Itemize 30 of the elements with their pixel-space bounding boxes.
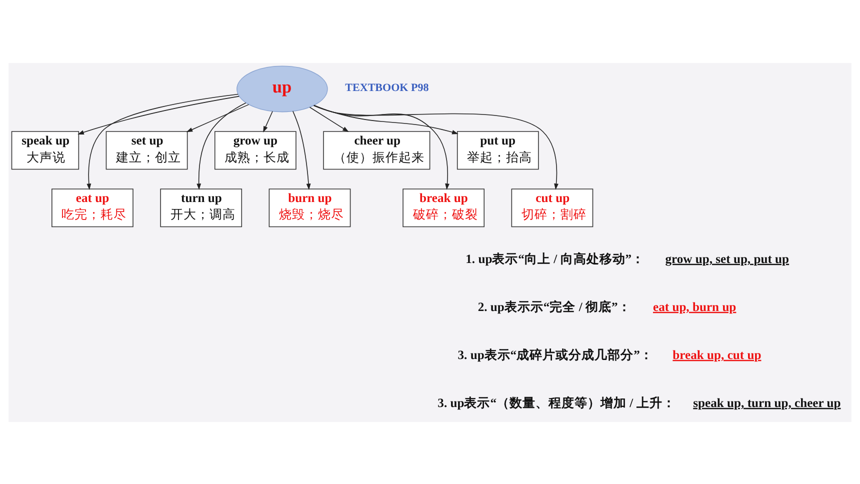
node-box: burn up 烧毁；烧尽 bbox=[268, 188, 351, 227]
node-box: cut up 切碎；割碎 bbox=[511, 188, 594, 227]
arrow bbox=[292, 110, 311, 190]
label: grow up, set up, put up bbox=[665, 251, 790, 266]
label: 3. up表示“成碎片或分成几部分”： bbox=[458, 347, 653, 362]
arrow bbox=[78, 95, 240, 134]
arrow bbox=[313, 104, 558, 190]
node-box: grow up 成熟；长成 bbox=[214, 130, 296, 170]
label: speak up, turn up, cheer up bbox=[693, 395, 841, 410]
node-box: cheer up （使）振作起来 bbox=[323, 130, 430, 170]
label: 2. up表示示“完全 / 彻底”： bbox=[478, 299, 631, 314]
label: 1. up表示“向上 / 向高处移动”： bbox=[466, 251, 645, 266]
node-box: put up 举起；抬高 bbox=[456, 130, 539, 170]
node-box: set up 建立；创立 bbox=[106, 130, 188, 170]
node-ellipse: up bbox=[236, 65, 328, 112]
node-box: turn up 开大；调高 bbox=[160, 188, 242, 227]
arrow bbox=[314, 104, 458, 134]
node-box: eat up 吃完；耗尽 bbox=[52, 188, 134, 227]
node-box: break up 破碎；破裂 bbox=[402, 188, 485, 227]
arrow bbox=[186, 104, 250, 132]
label: 3. up表示“（数量、程度等）增加 / 上升： bbox=[438, 395, 676, 410]
node-box: speak up 大声说 bbox=[11, 130, 80, 170]
arrow bbox=[263, 110, 273, 132]
label: eat up, burn up bbox=[652, 299, 736, 314]
label: TEXTBOOK P98 bbox=[345, 82, 429, 94]
arrow bbox=[309, 106, 349, 132]
arrow bbox=[86, 93, 238, 190]
arrow bbox=[314, 104, 450, 190]
label: break up, cut up bbox=[672, 347, 762, 362]
arrow bbox=[196, 102, 246, 190]
